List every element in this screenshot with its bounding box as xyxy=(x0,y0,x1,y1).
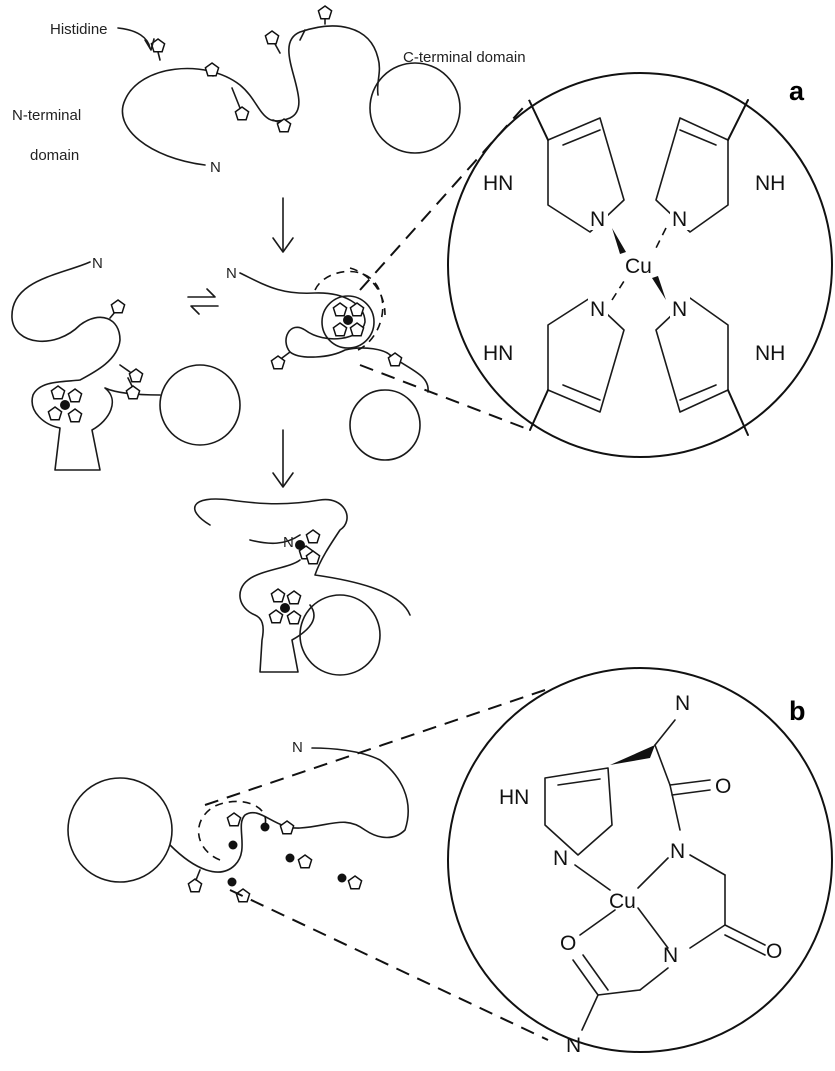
svg-text:N: N xyxy=(590,208,605,231)
panel-a-zoom: a HN NH HN NH N N N N Cu xyxy=(359,72,833,458)
svg-text:O: O xyxy=(560,932,576,955)
lower-protein: N xyxy=(67,739,409,903)
svg-text:HN: HN xyxy=(483,342,513,365)
n-terminal-label: N-terminal xyxy=(12,107,81,124)
svg-text:N: N xyxy=(590,298,605,321)
svg-text:N: N xyxy=(663,944,678,967)
svg-text:N: N xyxy=(292,739,303,756)
equilibrium-arrows xyxy=(187,288,219,315)
svg-text:NH: NH xyxy=(755,172,785,195)
svg-text:N: N xyxy=(672,208,687,231)
svg-text:N: N xyxy=(672,298,687,321)
n-terminal-domain-label: domain xyxy=(30,147,79,164)
left-intermediate: N xyxy=(11,255,241,471)
svg-text:N: N xyxy=(566,1034,581,1057)
svg-text:N: N xyxy=(92,255,103,272)
svg-text:HN: HN xyxy=(483,172,513,195)
copper-atom-b: Cu xyxy=(609,890,636,913)
svg-text:N: N xyxy=(226,265,237,282)
svg-text:N: N xyxy=(553,847,568,870)
panel-a-label: a xyxy=(789,76,805,106)
middle-intermediate: N xyxy=(226,265,429,461)
panel-b-label: b xyxy=(789,696,806,726)
reaction-arrow-2 xyxy=(272,429,294,488)
svg-text:O: O xyxy=(766,940,782,963)
svg-text:O: O xyxy=(715,775,731,798)
svg-text:N: N xyxy=(675,692,690,715)
histidine-label: Histidine xyxy=(50,21,108,38)
panel-b-zoom: b N O HN N N O Cu N O N xyxy=(204,667,833,1057)
svg-text:N: N xyxy=(283,534,294,551)
reaction-arrow-1 xyxy=(272,197,294,253)
initial-protein: Histidine C-terminal domain N-terminal d… xyxy=(12,5,526,176)
c-terminal-label: C-terminal domain xyxy=(403,49,526,66)
copper-atom-a: Cu xyxy=(625,255,652,278)
svg-text:HN: HN xyxy=(499,786,529,809)
final-state: N xyxy=(193,498,411,676)
svg-text:N: N xyxy=(670,840,685,863)
n-terminus-label: N xyxy=(210,159,221,176)
svg-text:NH: NH xyxy=(755,342,785,365)
